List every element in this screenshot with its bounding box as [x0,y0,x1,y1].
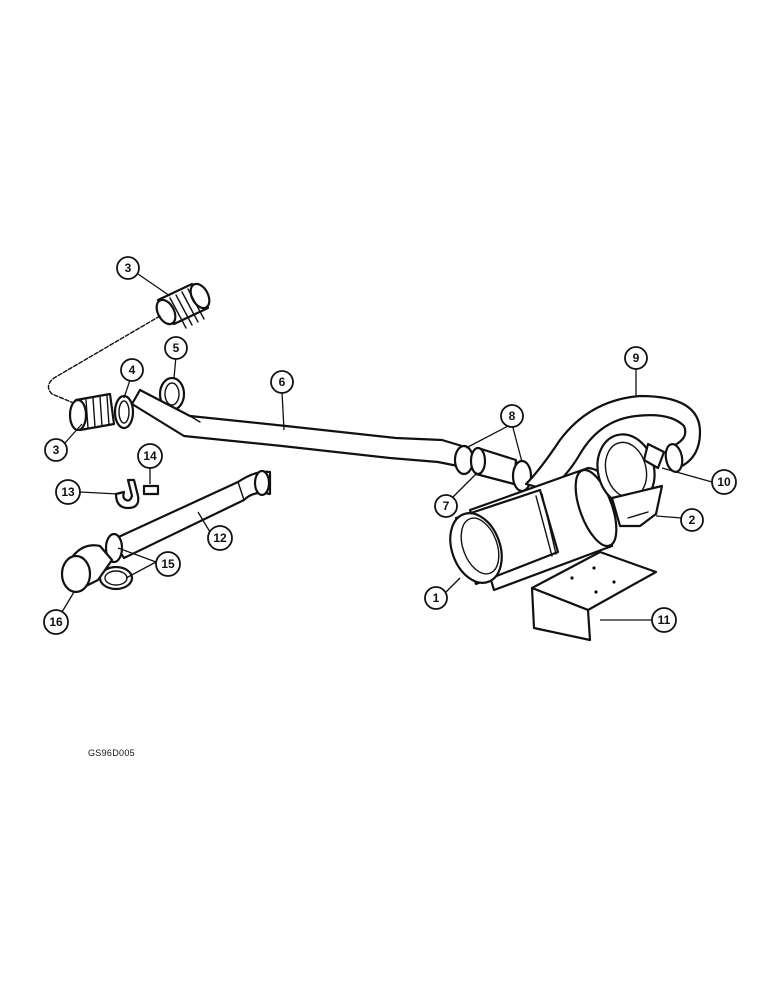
callout-5: 5 [164,336,188,360]
svg-text:15: 15 [161,557,175,571]
callout-10: 10 [711,469,737,495]
gasket-ring-5 [158,376,186,412]
flex-bellows-lower [68,392,116,432]
callout-8: 8 [500,404,524,428]
svg-text:5: 5 [173,341,180,355]
callout-16: 16 [43,609,69,635]
svg-text:1: 1 [433,591,440,605]
svg-text:11: 11 [658,613,671,627]
svg-text:10: 10 [717,475,731,489]
svg-text:16: 16 [49,615,63,629]
elbow-16 [60,544,114,594]
svg-text:6: 6 [279,375,286,389]
svg-text:4: 4 [129,363,136,377]
svg-text:7: 7 [443,499,450,513]
muffler-1 [449,466,618,592]
callout-6: 6 [270,370,294,394]
callout-13: 13 [55,479,81,505]
svg-text:9: 9 [633,351,640,365]
callout-7: 7 [434,494,458,518]
callout-9: 9 [624,346,648,370]
callout-15: 15 [155,551,181,577]
callout-3-upper: 3 [116,256,140,280]
svg-text:8: 8 [509,409,516,423]
clamp-15a [104,532,124,564]
assembly-path-line [47,315,161,405]
figure-id-label: GS96D005 [88,748,135,758]
svg-text:12: 12 [213,531,227,545]
svg-text:2: 2 [689,513,696,527]
callout-11: 11 [651,607,677,633]
svg-text:3: 3 [53,443,60,457]
callout-14: 14 [137,443,163,469]
callout-2: 2 [680,508,704,532]
pin-14 [142,484,160,496]
bracket-2 [610,484,664,528]
curved-exhaust-9 [524,394,702,492]
flex-bellows-upper [155,282,211,329]
svg-text:13: 13 [61,485,75,499]
callout-3-lower: 3 [44,438,68,462]
connector-pipe-7 [469,446,518,486]
clamp-4 [113,394,135,430]
clamp-8b [511,459,533,493]
svg-text:3: 3 [125,261,132,275]
clip-13 [114,478,140,510]
tail-pipe-12 [110,469,272,560]
leader-lines [61,273,713,621]
callout-4: 4 [120,358,144,382]
mounting-plate-11 [530,550,658,642]
callout-12: 12 [207,525,233,551]
svg-text:14: 14 [143,449,157,463]
callout-1: 1 [424,586,448,610]
band-clamp-10 [596,433,666,507]
